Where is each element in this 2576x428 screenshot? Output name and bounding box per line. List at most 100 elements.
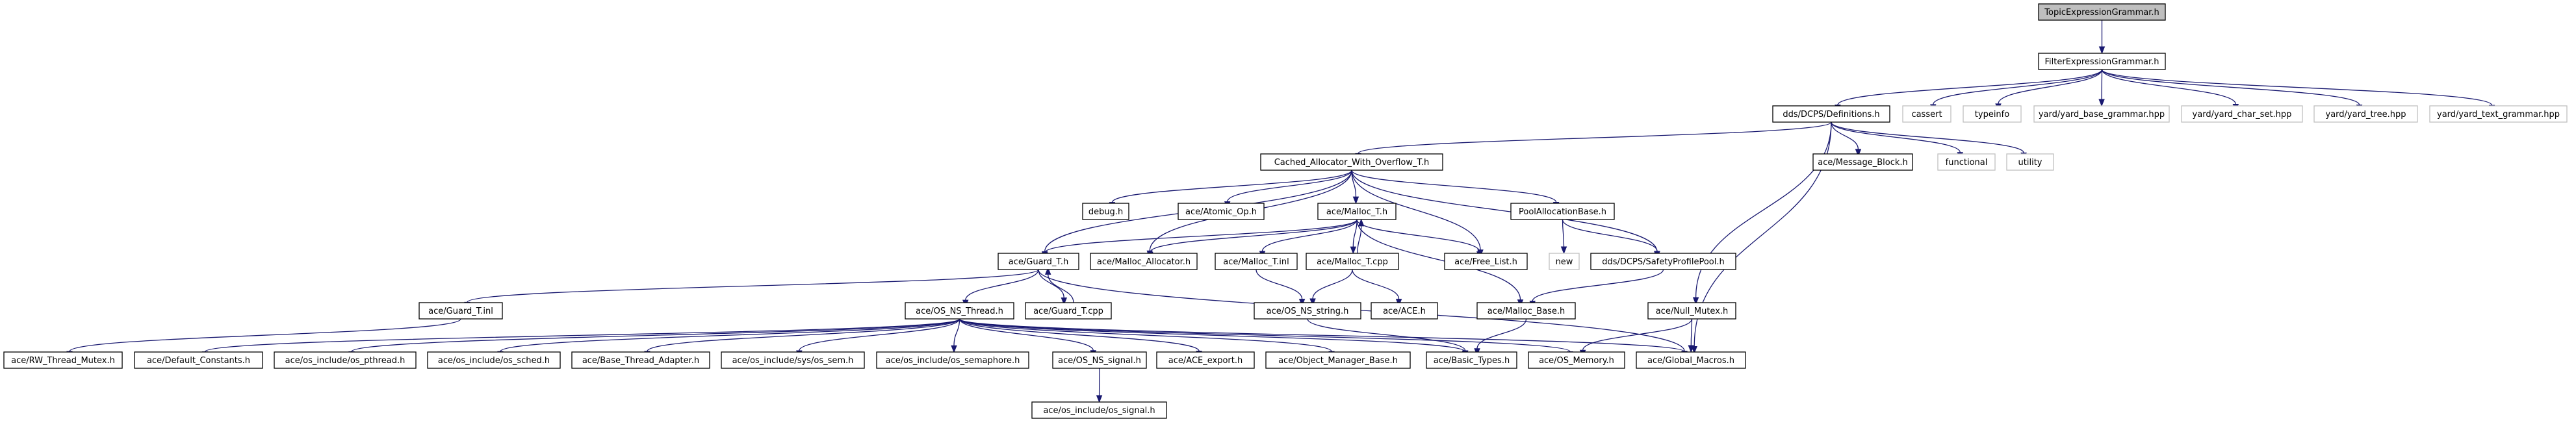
node-box <box>2038 3 2166 21</box>
node-box <box>1265 351 1411 369</box>
node-guardinl[interactable]: ace/Guard_T.inl <box>419 302 503 320</box>
node-box <box>2181 105 2303 123</box>
arrow-head <box>1061 297 1068 305</box>
node-utility: utility <box>2006 153 2054 171</box>
arrow-head <box>951 345 957 353</box>
node-malloccpp[interactable]: ace/Malloc_T.cpp <box>1306 253 1399 270</box>
node-label: ace/Malloc_T.inl <box>1223 257 1289 267</box>
edge-line <box>959 318 1571 353</box>
node-label: ace/Object_Manager_Base.h <box>1278 356 1398 366</box>
node-bta[interactable]: ace/Base_Thread_Adapter.h <box>571 351 710 369</box>
node-semaphore[interactable]: ace/os_include/os_semaphore.h <box>876 351 1029 369</box>
node-box <box>1937 153 1996 171</box>
node-label: ace/Free_List.h <box>1454 257 1517 267</box>
node-cawo[interactable]: Cached_Allocator_With_Overflow_T.h <box>1260 153 1443 171</box>
node-syssem[interactable]: ace/os_include/sys/os_sem.h <box>721 351 865 369</box>
node-pthread[interactable]: ace/os_include/os_pthread.h <box>274 351 417 369</box>
edge-line <box>1837 69 2103 105</box>
node-box <box>1549 253 1580 270</box>
node-nullmutex[interactable]: ace/Null_Mutex.h <box>1647 302 1736 320</box>
node-box <box>274 351 417 369</box>
node-label: Cached_Allocator_With_Overflow_T.h <box>1274 158 1430 168</box>
edge-teg-to-feg <box>2098 20 2106 55</box>
node-mallocbase[interactable]: ace/Malloc_Base.h <box>1476 302 1576 320</box>
node-osthread[interactable]: ace/OS_NS_Thread.h <box>905 302 1014 320</box>
node-teg[interactable]: TopicExpressionGrammar.h <box>2038 3 2166 21</box>
edge-feg-to-defs <box>1835 69 2103 113</box>
node-box <box>1156 351 1255 369</box>
node-label: ace/Malloc_Allocator.h <box>1097 257 1191 267</box>
node-label: ace/Guard_T.cpp <box>1033 307 1103 316</box>
edge-feg-to-ybg <box>2098 69 2105 107</box>
node-acece[interactable]: ace/ACE.h <box>1371 302 1438 320</box>
node-box <box>1647 302 1736 320</box>
node-label: ace/Guard_T.h <box>1009 257 1068 267</box>
node-ossignal[interactable]: ace/os_include/os_signal.h <box>1031 401 1167 419</box>
node-defs[interactable]: dds/DCPS/Definitions.h <box>1772 105 1890 123</box>
node-osmemory[interactable]: ace/OS_Memory.h <box>1528 351 1625 369</box>
node-label: ace/OS_NS_string.h <box>1267 307 1349 316</box>
node-basictypes[interactable]: ace/Basic_Types.h <box>1426 351 1517 369</box>
edge-line <box>1312 269 1353 299</box>
node-feg[interactable]: FilterExpressionGrammar.h <box>2038 53 2166 70</box>
edge-line <box>500 318 960 352</box>
edge-nullmutex-to-globalmacros <box>1688 318 1695 353</box>
node-rwmutex[interactable]: ace/RW_Thread_Mutex.h <box>3 351 123 369</box>
node-atomic[interactable]: ace/Atomic_Op.h <box>1178 203 1265 220</box>
node-aceexport[interactable]: ace/ACE_export.h <box>1156 351 1255 369</box>
node-box <box>1052 351 1147 369</box>
arrow-head <box>1358 218 1365 227</box>
node-box <box>1254 302 1361 320</box>
node-label: yard/yard_text_grammar.hpp <box>2437 110 2560 120</box>
node-malloct[interactable]: ace/Malloc_T.h <box>1317 203 1397 220</box>
edge-line <box>959 318 1466 352</box>
node-sched[interactable]: ace/os_include/os_sched.h <box>427 351 561 369</box>
node-debug[interactable]: debug.h <box>1082 203 1129 220</box>
node-freelist[interactable]: ace/Free_List.h <box>1444 253 1528 270</box>
node-mallocinl[interactable]: ace/Malloc_T.inl <box>1215 253 1298 270</box>
edge-line <box>1695 121 1832 298</box>
node-box <box>876 351 1029 369</box>
edge-line <box>1038 269 1685 351</box>
node-label: ace/os_include/sys/os_sem.h <box>732 356 854 366</box>
edge-safety-to-mallocbase <box>1529 269 1664 308</box>
node-signal[interactable]: ace/OS_NS_signal.h <box>1052 351 1147 369</box>
node-box <box>1090 253 1198 270</box>
edge-malloccpp-to-acece <box>1352 269 1402 307</box>
node-box <box>1772 105 1890 123</box>
edge-line <box>1261 219 1358 252</box>
edge-line <box>959 318 1200 351</box>
node-safety[interactable]: dds/DCPS/SafetyProfilePool.h <box>1590 253 1736 270</box>
node-defconst[interactable]: ace/Default_Constants.h <box>134 351 263 369</box>
node-box <box>2006 153 2054 171</box>
node-mblock[interactable]: ace/Message_Block.h <box>1812 153 1913 171</box>
arrow-head <box>2098 46 2106 55</box>
node-box <box>1812 153 1913 171</box>
node-poolalloc[interactable]: PoolAllocationBase.h <box>1510 203 1615 220</box>
edge-line <box>1356 219 1521 300</box>
node-functional: functional <box>1937 153 1996 171</box>
node-ytree: yard/yard_tree.hpp <box>2313 105 2418 123</box>
node-mallocalloc[interactable]: ace/Malloc_Allocator.h <box>1090 253 1198 270</box>
node-label: ace/os_include/os_signal.h <box>1043 406 1155 416</box>
node-ybg: yard/yard_base_grammar.hpp <box>2033 105 2170 123</box>
edge-line <box>953 318 960 346</box>
edge-line <box>1582 318 1693 351</box>
node-guardcpp[interactable]: ace/Guard_T.cpp <box>1025 302 1112 320</box>
edge-guardt-to-globalmacros <box>1038 269 1688 359</box>
node-globalmacros[interactable]: ace/Global_Macros.h <box>1636 351 1746 369</box>
node-label: FilterExpressionGrammar.h <box>2045 57 2159 67</box>
edge-feg-to-cassert <box>1930 69 2103 112</box>
node-omb[interactable]: ace/Object_Manager_Base.h <box>1265 351 1411 369</box>
edge-line <box>1933 69 2103 105</box>
edge-guardt-to-osthread <box>962 269 1039 308</box>
node-box <box>721 351 865 369</box>
node-guardt[interactable]: ace/Guard_T.h <box>998 253 1079 270</box>
node-label: ace/OS_NS_Thread.h <box>916 307 1003 316</box>
node-label: ace/Message_Block.h <box>1818 158 1908 168</box>
edge-line <box>204 318 960 353</box>
node-box <box>3 351 123 369</box>
node-label: ace/Default_Constants.h <box>147 356 250 366</box>
node-osstring[interactable]: ace/OS_NS_string.h <box>1254 302 1361 320</box>
edge-signal-to-ossignal <box>1096 368 1103 403</box>
